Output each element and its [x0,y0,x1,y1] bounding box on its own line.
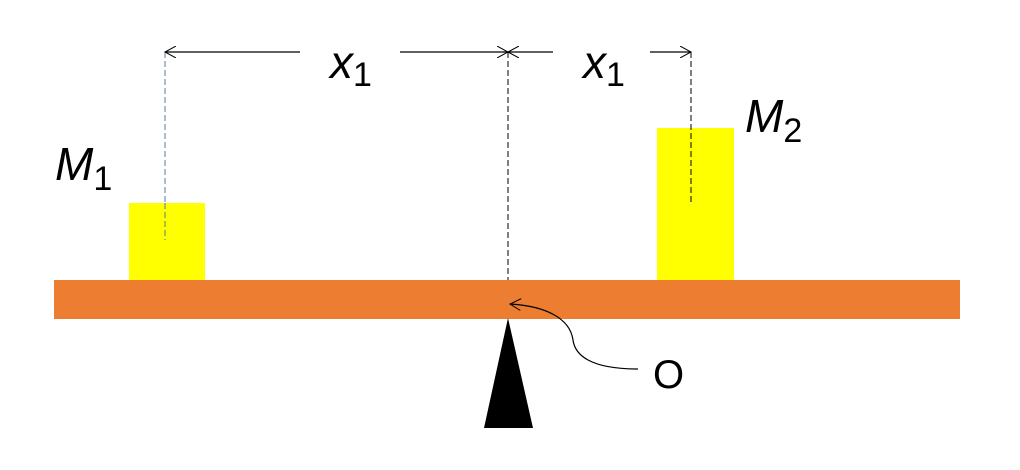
distance-left-label: x1 [328,36,372,94]
pivot-pointer-arrow [510,304,639,370]
fulcrum-triangle [484,318,533,428]
beam [54,280,960,319]
pivot-label: O [653,353,684,397]
mass-m1-block [129,203,205,281]
distance-right-label: x1 [581,36,625,94]
mass-m1-label: M1 [55,138,112,198]
mass-m2-label: M2 [745,90,802,150]
mass-m2-block [657,128,734,281]
